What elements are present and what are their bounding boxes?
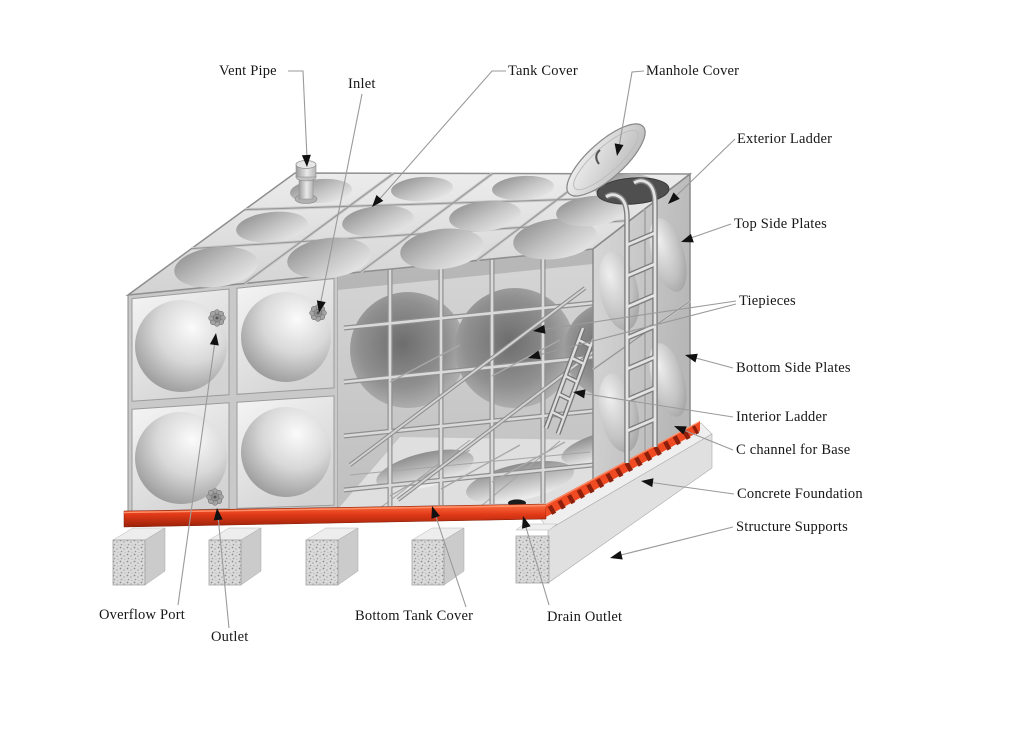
leader-line-c-channel-for-base	[680, 428, 734, 451]
leader-arrow-exterior-ladder	[668, 192, 680, 204]
tiepiece-frame	[343, 253, 593, 506]
label-drain-outlet: Drain Outlet	[547, 609, 623, 625]
leader-line-top-side-plates	[687, 223, 732, 240]
leader-line-vent-pipe	[288, 70, 308, 159]
overflow-port-fitting	[208, 309, 226, 327]
leader-layer	[177, 70, 737, 629]
leader-arrow-manhole-cover	[614, 143, 624, 156]
leader-line-outlet	[217, 515, 230, 629]
leader-arrow-vent-pipe	[301, 154, 311, 167]
label-top-side-plates: Top Side Plates	[734, 216, 828, 232]
support-beam	[112, 527, 166, 586]
label-concrete-foundation: Concrete Foundation	[737, 486, 863, 502]
cutaway-interior	[338, 249, 593, 509]
label-tank-cover: Tank Cover	[508, 63, 578, 79]
front-panel	[236, 278, 335, 395]
label-exterior-ladder: Exterior Ladder	[737, 131, 833, 147]
leader-line-tiepieces	[534, 303, 737, 357]
label-inlet: Inlet	[348, 76, 376, 92]
front-panel	[131, 402, 230, 513]
leader-arrow-c-channel-for-base	[674, 426, 687, 435]
support-beam	[305, 527, 359, 586]
leader-line-structure-supports	[616, 526, 734, 557]
leader-line-drain-outlet	[524, 523, 550, 606]
label-bottom-side-plates: Bottom Side Plates	[736, 360, 851, 376]
leader-arrow-overflow-port	[209, 333, 219, 346]
support-beam	[411, 527, 465, 586]
panel-dome	[135, 412, 227, 504]
panel-dome	[135, 300, 227, 392]
leader-arrow-outlet	[213, 508, 223, 521]
leader-line-concrete-foundation	[647, 481, 735, 495]
leader-arrow-bottom-side-plates	[685, 353, 698, 363]
inlet-fitting	[309, 304, 327, 322]
leader-arrow-drain-outlet	[521, 516, 531, 529]
leader-line-overflow-port	[177, 340, 216, 606]
leader-arrow-tiepieces	[528, 350, 541, 360]
label-interior-ladder: Interior Ladder	[736, 409, 828, 425]
panel-dome	[241, 292, 331, 382]
manhole-cover-disc	[566, 123, 646, 197]
label-manhole-cover: Manhole Cover	[646, 63, 740, 79]
leader-arrow-bottom-tank-cover	[431, 506, 440, 519]
leader-line-bottom-tank-cover	[434, 513, 467, 608]
top-face	[125, 172, 693, 297]
leader-arrow-interior-ladder	[573, 389, 586, 399]
label-vent-pipe: Vent Pipe	[219, 63, 277, 79]
front-face	[127, 272, 346, 517]
leader-line-tiepieces	[539, 300, 737, 331]
exterior-ladder	[604, 177, 658, 463]
label-tiepieces: Tiepieces	[739, 293, 796, 309]
bottom-tank-covers	[338, 429, 593, 509]
leader-line-bottom-side-plates	[691, 356, 734, 369]
leader-arrow-concrete-foundation	[641, 478, 654, 488]
front-panel	[236, 395, 335, 509]
label-overflow-port: Overflow Port	[99, 607, 185, 623]
tank-cover-panels	[174, 173, 656, 288]
outlet-fitting	[206, 488, 224, 506]
leader-arrow-tiepieces	[533, 324, 546, 334]
front-panel	[131, 288, 230, 402]
label-structure-supports: Structure Supports	[736, 519, 848, 535]
label-bottom-tank-cover: Bottom Tank Cover	[355, 608, 474, 624]
label-outlet: Outlet	[211, 629, 249, 645]
leader-line-exterior-ladder	[672, 138, 736, 200]
c-channel-red-base	[123, 421, 700, 528]
leader-line-manhole-cover	[618, 70, 645, 148]
support-beam	[208, 527, 262, 586]
panel-dome	[241, 407, 331, 497]
leader-arrow-structure-supports	[610, 550, 623, 560]
label-c-channel-for-base: C channel for Base	[736, 442, 851, 458]
leader-arrow-inlet	[316, 300, 326, 313]
leader-line-inlet	[319, 93, 363, 307]
leader-line-interior-ladder	[579, 392, 734, 418]
leader-arrow-top-side-plates	[681, 233, 694, 243]
leader-arrow-tank-cover	[372, 194, 384, 207]
leader-line-tank-cover	[376, 70, 506, 203]
interior-dome	[564, 302, 593, 398]
